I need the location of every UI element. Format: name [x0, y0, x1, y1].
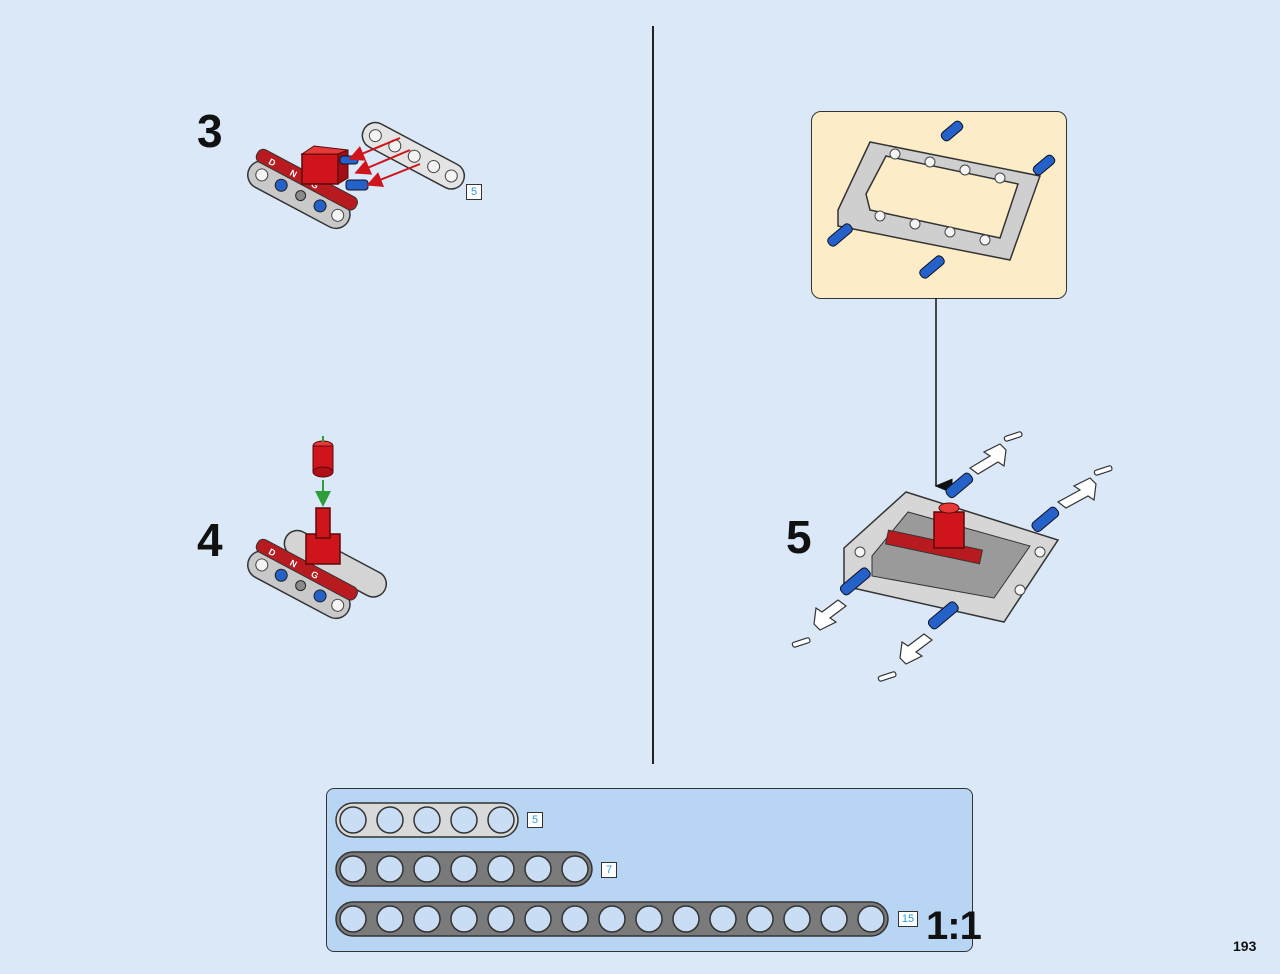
scale-label: 1:1 [926, 904, 982, 948]
svg-text:D: D [267, 546, 278, 558]
beam-hole [524, 905, 552, 933]
beam-hole [783, 905, 811, 933]
beam-hole [376, 905, 404, 933]
page-number: 193 [1233, 938, 1257, 954]
beam-hole [524, 855, 552, 883]
step-3-illustration: D N G [247, 121, 466, 230]
beam-hole [376, 855, 404, 883]
step-divider-line [652, 26, 654, 764]
beam-hole [635, 905, 663, 933]
beam-hole [487, 806, 515, 834]
beam-hole [820, 905, 848, 933]
beam-hole [561, 905, 589, 933]
beam-hole [413, 905, 441, 933]
step-4-number: 4 [197, 514, 223, 566]
svg-text:G: G [309, 179, 320, 191]
beam-hole [561, 855, 589, 883]
svg-text:N: N [288, 168, 298, 180]
beam-hole [746, 905, 774, 933]
svg-text:D: D [267, 156, 278, 168]
beam-hole [339, 806, 367, 834]
step-4-illustration: D N G [247, 436, 388, 620]
beam-hole [450, 905, 478, 933]
step-3-part-length-tag: 5 [466, 184, 482, 200]
beam-hole [487, 905, 515, 933]
beam-hole [487, 855, 515, 883]
beam-hole [857, 905, 885, 933]
beam-hole [413, 806, 441, 834]
beam-hole [672, 905, 700, 933]
step-5-number: 5 [786, 511, 812, 563]
beam-hole [413, 855, 441, 883]
svg-text:N: N [288, 558, 298, 570]
step-3-number: 3 [197, 105, 223, 157]
step-5-illustration [791, 431, 1113, 682]
beam-hole [709, 905, 737, 933]
callout-frame-illustration [827, 120, 1056, 279]
beam-hole [450, 806, 478, 834]
beam-hole [339, 905, 367, 933]
beam-hole [598, 905, 626, 933]
beam-hole [339, 855, 367, 883]
beam-15-length-tag: 15 [898, 911, 918, 927]
beam-hole [376, 806, 404, 834]
beam-5-length-tag: 5 [527, 812, 543, 828]
svg-text:G: G [309, 569, 320, 581]
beam-7-length-tag: 7 [601, 862, 617, 878]
beam-hole [450, 855, 478, 883]
